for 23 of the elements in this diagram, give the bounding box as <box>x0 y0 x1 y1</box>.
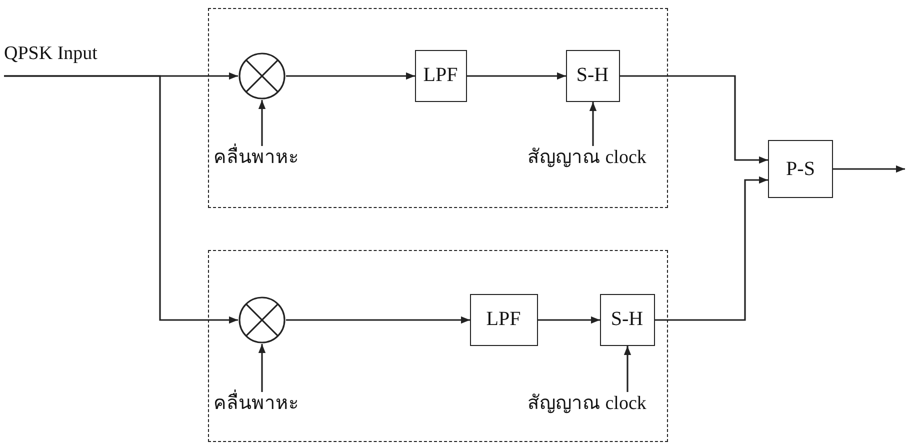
arrow <box>620 75 768 164</box>
arrow <box>286 316 470 324</box>
arrow <box>833 165 905 173</box>
arrow <box>258 344 266 392</box>
block-box: P-S <box>768 140 833 198</box>
dashed-group-box <box>208 250 668 442</box>
arrow <box>655 176 768 321</box>
block-box: LPF <box>470 294 538 346</box>
block-box: LPF <box>414 50 466 102</box>
arrow <box>467 72 566 80</box>
arrow <box>286 72 415 80</box>
signal-label: สัญญาณ clock <box>528 392 646 416</box>
signal-label: สัญญาณ clock <box>528 146 646 170</box>
block-box: S-H <box>600 294 654 346</box>
arrow <box>538 316 600 324</box>
mixer-symbol <box>238 296 286 344</box>
arrow <box>589 102 597 146</box>
arrow <box>624 346 632 392</box>
arrow <box>4 75 238 324</box>
dashed-group-box <box>208 8 668 208</box>
arrow <box>258 100 266 146</box>
block-box: S-H <box>566 50 620 102</box>
mixer-symbol <box>238 52 286 100</box>
